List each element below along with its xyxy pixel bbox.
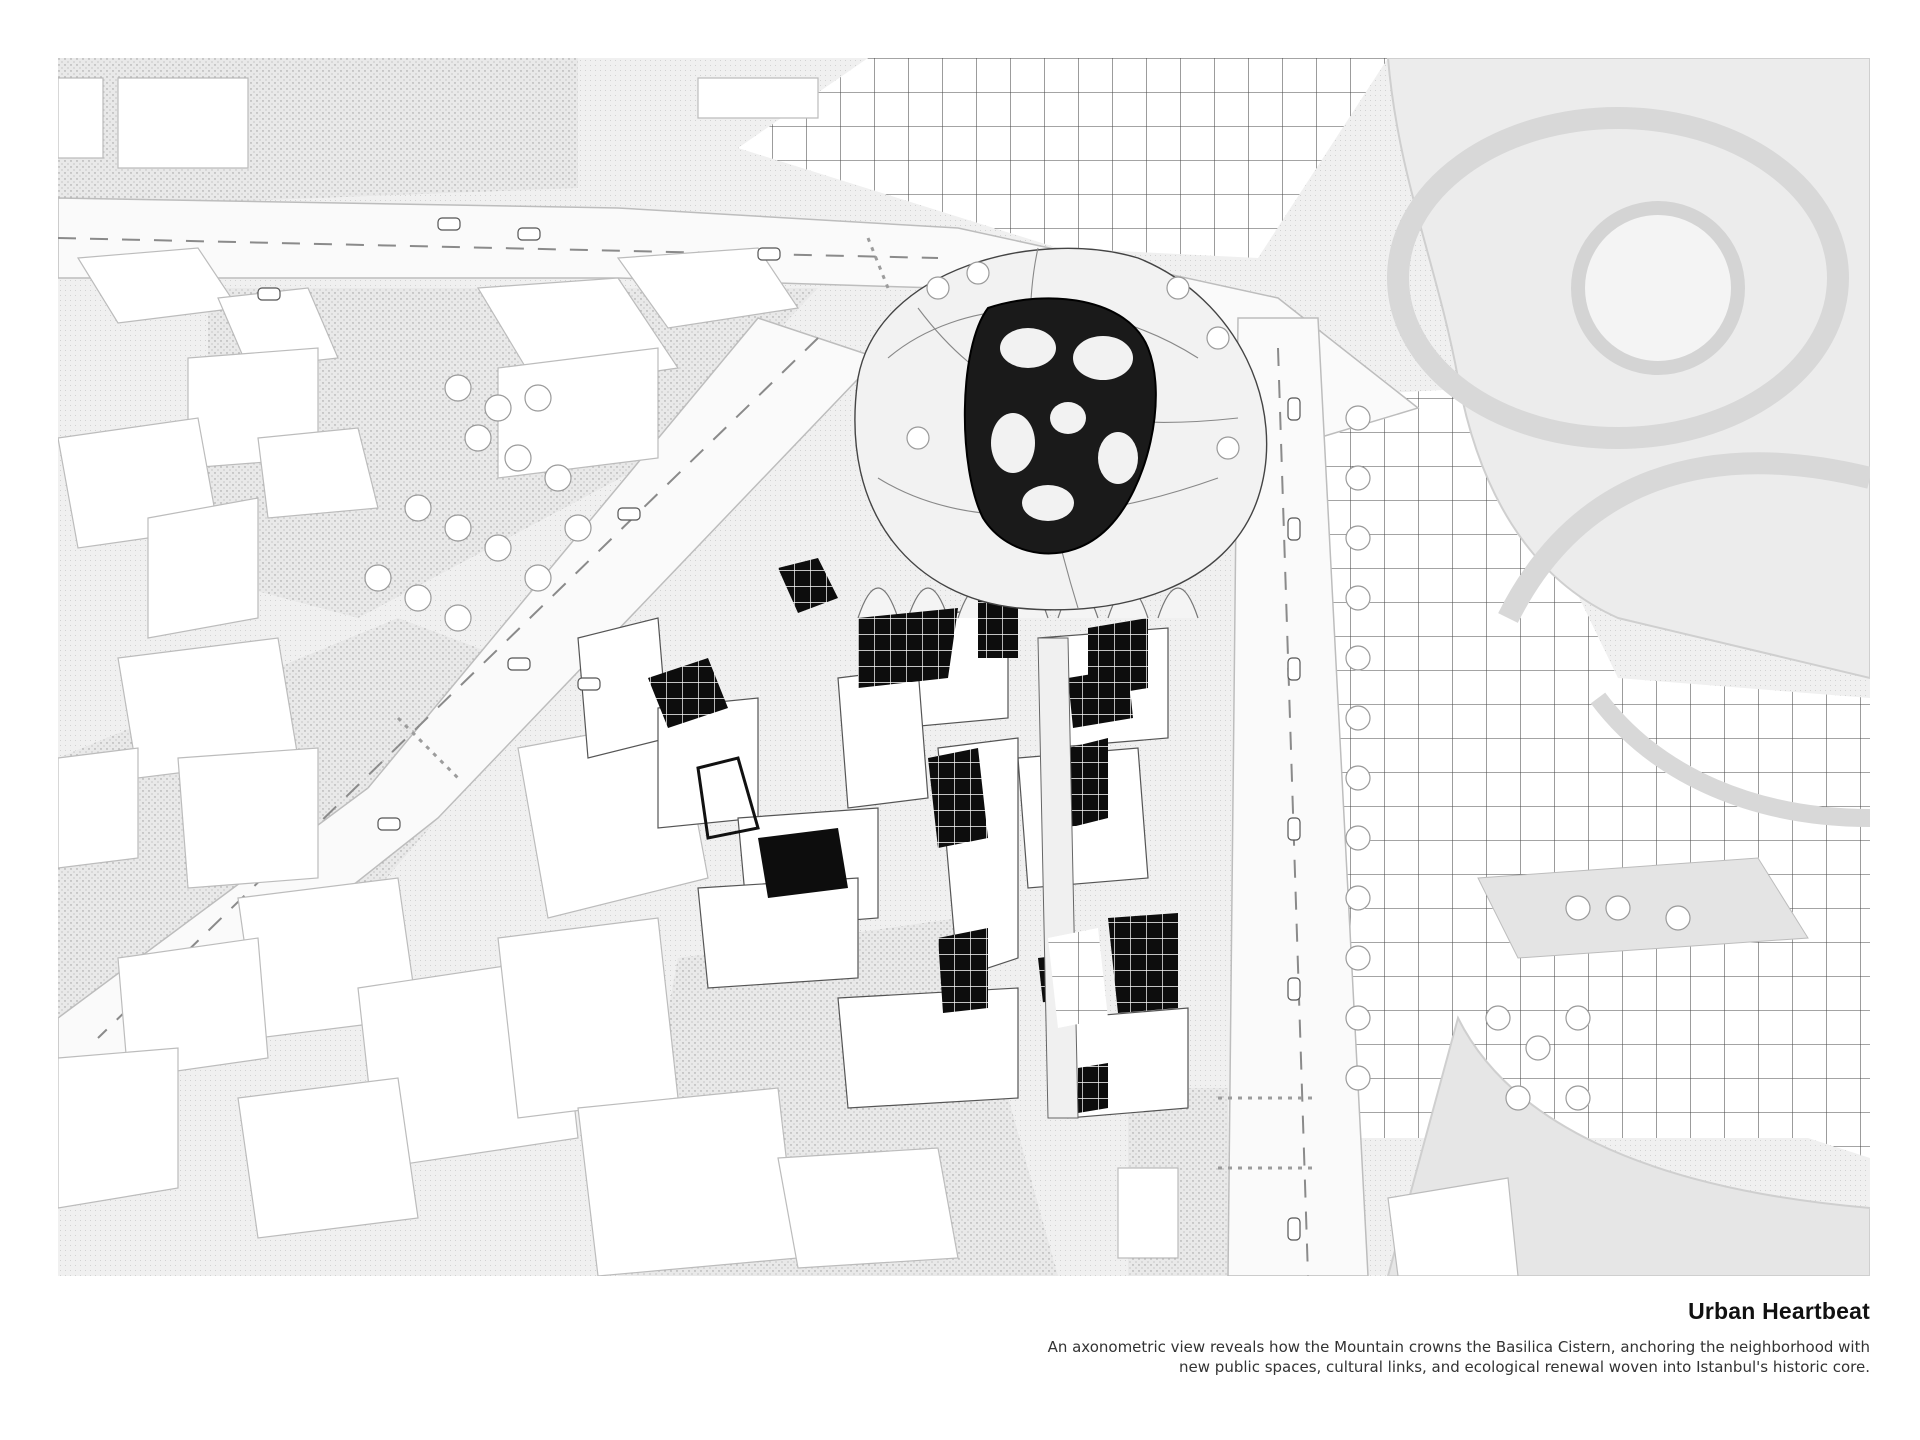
- car-icon: [257, 217, 1301, 1241]
- market-street: [1037, 637, 1108, 1119]
- road-markings: [58, 237, 1309, 1276]
- axonometric-drawing: [58, 58, 1870, 1276]
- caption-text-line-1: An axonometric view reveals how the Moun…: [1047, 1338, 1870, 1356]
- caption-block: Urban Heartbeat An axonometric view reve…: [770, 1298, 1870, 1377]
- crosswalks: [396, 237, 1318, 1170]
- caption-text-line-2: new public spaces, cultural links, and e…: [1179, 1358, 1870, 1376]
- context-buildings: [58, 77, 1519, 1276]
- caption-title: Urban Heartbeat: [1688, 1298, 1870, 1324]
- tree-icon: [364, 261, 1691, 1111]
- paved-grid-plaza: [738, 58, 1870, 1158]
- mountain-canopy: [854, 247, 1268, 611]
- solar-panel-grid: [648, 558, 1178, 1113]
